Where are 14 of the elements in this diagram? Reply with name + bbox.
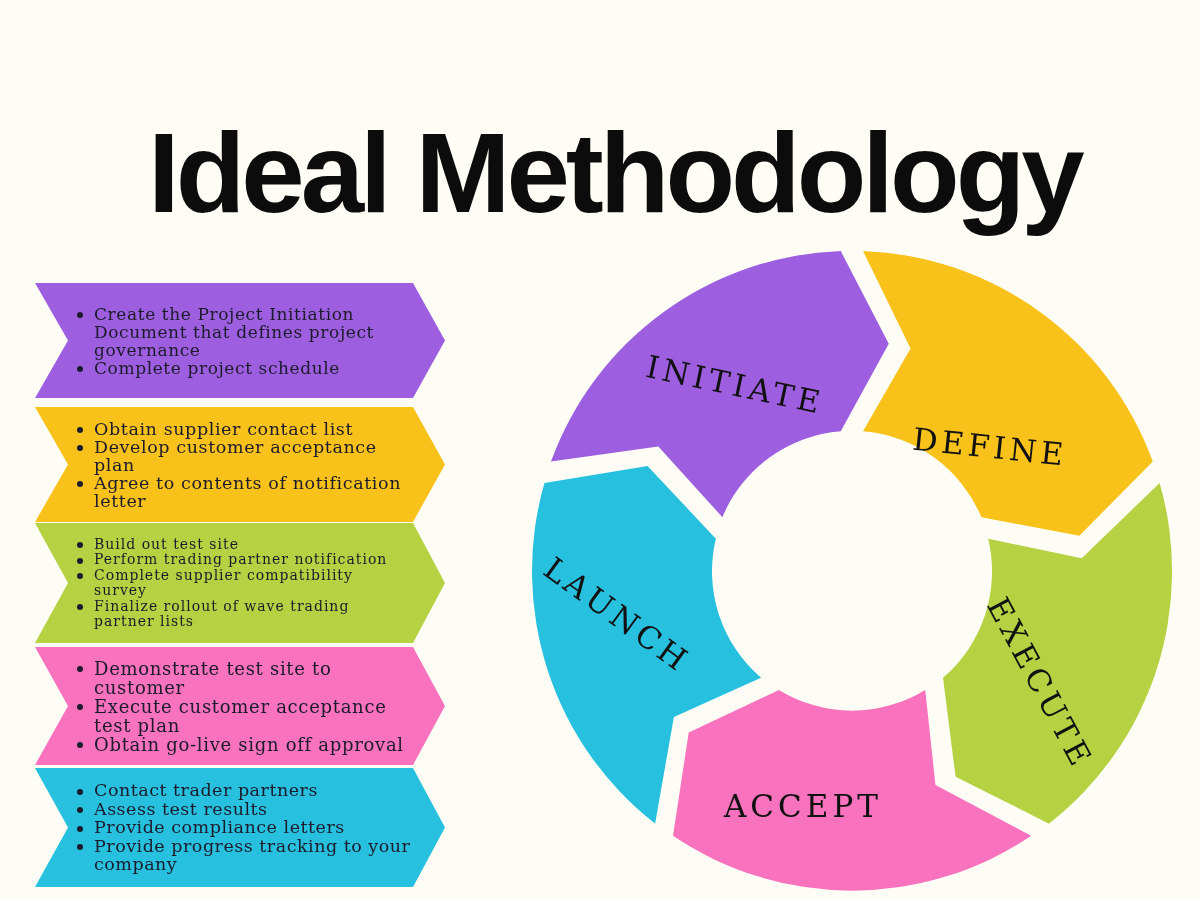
bullet-text: Obtain supplier contact list — [94, 417, 354, 440]
arrow-segment — [942, 482, 1172, 824]
bullet-text: Provide compliance letters — [94, 816, 345, 839]
bullet-text: Finalize rollout of wave trading partner lists — [94, 597, 351, 631]
bullet-text: Create the Project Initiation Document that defines project governance — [94, 302, 375, 360]
bullet-text: Perform trading partner notification — [94, 550, 388, 569]
bullet-text: Contact trader partners — [94, 779, 318, 802]
arrow-segment — [863, 251, 1153, 537]
title: Ideal Methodology — [148, 108, 1081, 238]
bullet-text: Build out test site — [94, 534, 239, 553]
segment-label: ACCEPT — [724, 786, 882, 826]
segment-label: DEFINE — [910, 419, 1070, 475]
bullet-text: Complete supplier compatibility survey — [94, 566, 354, 600]
arrow-segment — [551, 251, 889, 518]
